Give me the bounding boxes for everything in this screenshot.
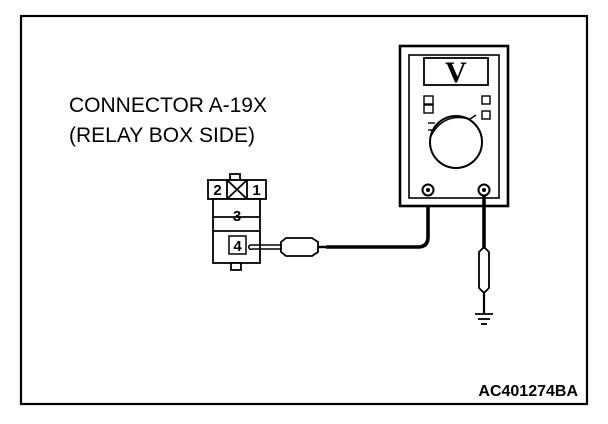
voltmeter: V [398,44,510,208]
positive-lead-wire [326,193,430,249]
positive-probe [247,237,326,257]
ground-icon [475,313,493,325]
connector-name-label: CONNECTOR A-19X [69,94,267,117]
negative-probe [478,247,490,313]
figure-code: AC401274BA [478,383,578,400]
pin-1-label: 1 [252,182,260,199]
pin-3-label: 3 [233,208,241,225]
voltmeter-display-symbol: V [445,56,467,89]
pin-4-label: 4 [233,238,242,255]
figure-frame [19,14,589,406]
pin-2-label: 2 [213,182,221,199]
connector-a-19x: 2 1 3 4 [207,173,267,271]
connector-side-label: (RELAY BOX SIDE) [69,124,255,147]
selector-dial-icon [429,115,483,169]
